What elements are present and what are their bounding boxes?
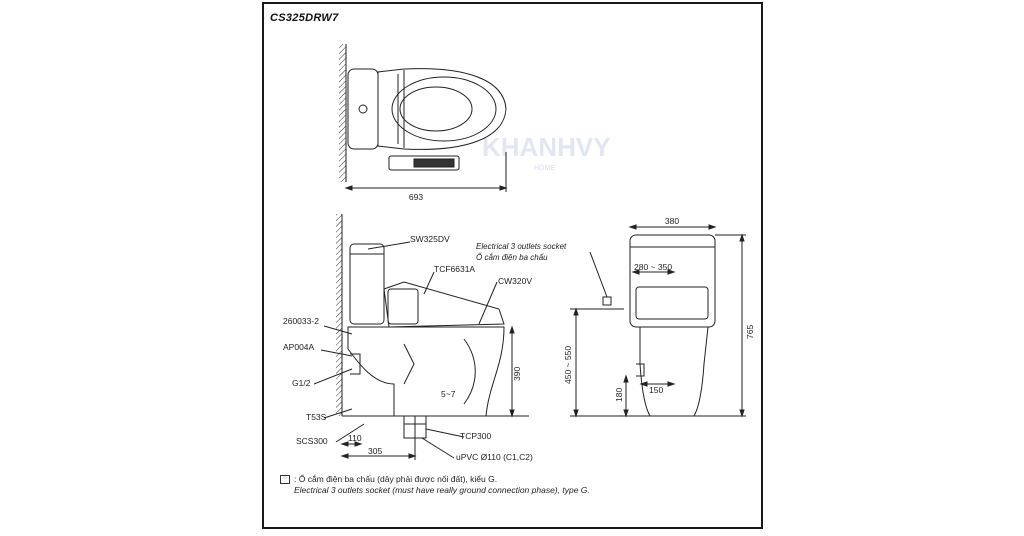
front-view bbox=[570, 224, 746, 418]
side-view bbox=[313, 214, 529, 460]
dim-rough-in-small: 110 bbox=[348, 433, 362, 443]
label-inlet: G1/2 bbox=[292, 378, 311, 388]
label-part-4: SCS300 bbox=[296, 436, 328, 446]
dim-socket-height: 450 ~ 550 bbox=[563, 346, 573, 384]
dim-inlet-height: 180 bbox=[614, 388, 624, 402]
label-seat: TCF6631A bbox=[434, 264, 475, 274]
socket-icon bbox=[602, 296, 612, 306]
front-view-labels: 380 280 ~ 350 150 765 180 450 ~ 550 bbox=[563, 216, 755, 402]
model-title: CS325DRW7 bbox=[270, 12, 339, 24]
dim-total-height: 765 bbox=[745, 325, 755, 339]
socket-icon: ⁘ bbox=[280, 475, 290, 484]
socket-label-vi: Ổ cắm điện ba chấu bbox=[476, 253, 548, 262]
socket-callout: Electrical 3 outlets socket Ổ cắm điện b… bbox=[476, 242, 612, 306]
label-part-1: 260033-2 bbox=[283, 316, 319, 326]
top-width-dim: 693 bbox=[409, 192, 423, 202]
label-tank: SW325DV bbox=[410, 234, 450, 244]
footnote-vi: : Ổ cắm điện ba chấu (dây phải được nối … bbox=[294, 474, 498, 484]
label-part-3: T53S bbox=[306, 412, 327, 422]
dim-socket-range: 280 ~ 350 bbox=[634, 262, 672, 272]
side-view-labels: SW325DV TCF6631A CW320V 260033-2 AP004A … bbox=[283, 234, 533, 462]
wall-hatch-top bbox=[339, 44, 346, 182]
dim-gap: 5~7 bbox=[441, 389, 456, 399]
dim-height: 390 bbox=[512, 367, 522, 381]
top-view bbox=[339, 44, 508, 192]
watermark-sub: HOME bbox=[534, 165, 555, 172]
label-bowl: CW320V bbox=[498, 276, 532, 286]
dim-front-width: 380 bbox=[665, 216, 679, 226]
dim-offset: 150 bbox=[649, 385, 663, 395]
label-drain: TCP300 bbox=[460, 431, 491, 441]
label-pipe: uPVC Ø110 (C1,C2) bbox=[456, 452, 533, 462]
wall-hatch-side bbox=[336, 214, 342, 416]
watermark: KHANHVY HOME bbox=[482, 132, 611, 172]
drawing-sheet: CS325DRW7 KHANHVY HOME bbox=[262, 2, 763, 529]
technical-drawing: KHANHVY HOME 693 bbox=[283, 44, 755, 462]
footnote-en: Electrical 3 outlets socket (must have r… bbox=[294, 485, 590, 495]
label-part-2: AP004A bbox=[283, 342, 315, 352]
footnote: ⁘ : Ổ cắm điện ba chấu (dây phải được nố… bbox=[280, 474, 590, 496]
dim-rough-in: 305 bbox=[368, 446, 382, 456]
socket-label-en: Electrical 3 outlets socket bbox=[476, 242, 567, 251]
watermark-brand: KHANHVY bbox=[482, 132, 611, 162]
